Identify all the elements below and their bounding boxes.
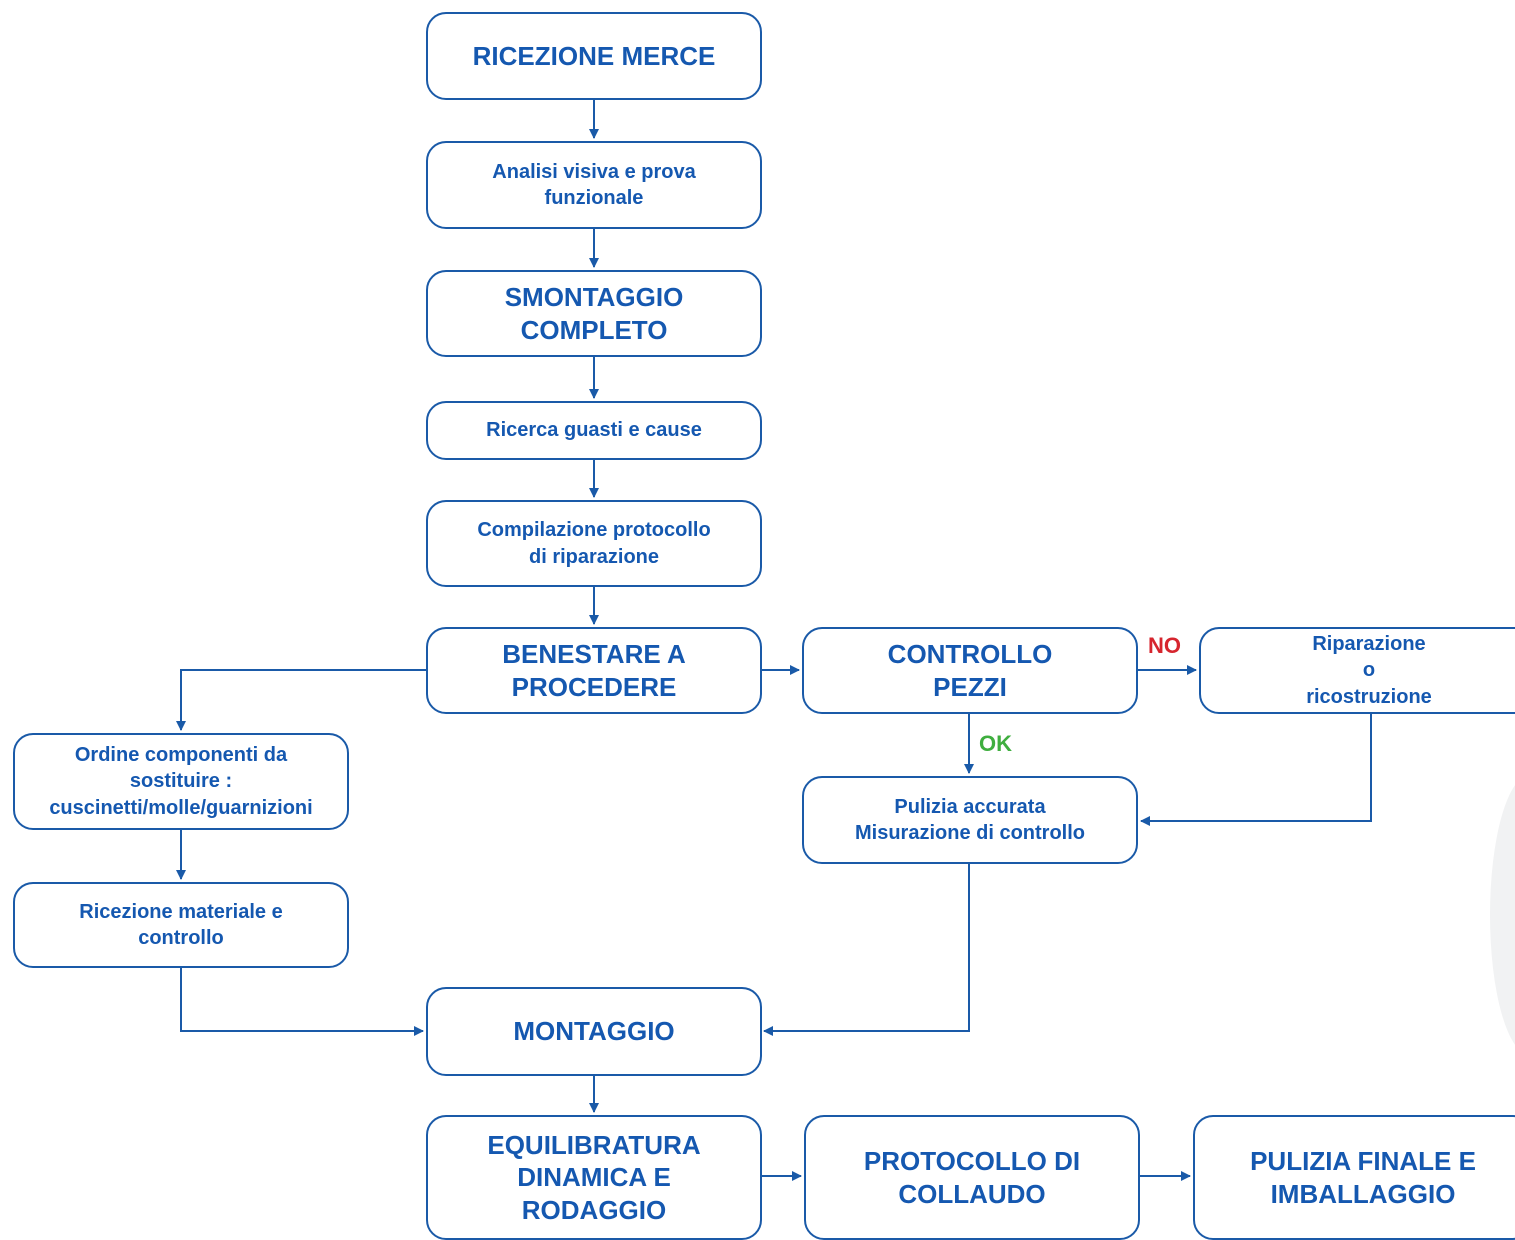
step-ordine-componenti: Ordine componenti da sostituire : cuscin…: [13, 733, 349, 830]
step-benestare-a-procedere: BENESTARE A PROCEDERE: [426, 627, 762, 714]
label-no: NO: [1148, 633, 1181, 658]
arrow-benestare-ordine: [176, 669, 426, 731]
step-pulizia-accurata: Pulizia accurata Misurazione di controll…: [802, 776, 1138, 864]
step-montaggio: MONTAGGIO: [426, 987, 762, 1076]
step-smontaggio-completo: SMONTAGGIO COMPLETO: [426, 270, 762, 357]
step-ricerca-guasti: Ricerca guasti e cause: [426, 401, 762, 460]
step-riparazione-ricostruzione: Riparazione o ricostruzione: [1199, 627, 1515, 714]
step-ricezione-merce: RICEZIONE MERCE: [426, 12, 762, 100]
arrow-ricezione-materiale-montaggio: [180, 968, 424, 1036]
step-equilibratura: EQUILIBRATURA DINAMICA E RODAGGIO: [426, 1115, 762, 1240]
step-pulizia-finale: PULIZIA FINALE E IMBALLAGGIO: [1193, 1115, 1515, 1240]
step-protocollo-collaudo: PROTOCOLLO DI COLLAUDO: [804, 1115, 1140, 1240]
step-ricezione-materiale: Ricezione materiale e controllo: [13, 882, 349, 968]
step-analisi-visiva: Analisi visiva e prova funzionale: [426, 141, 762, 229]
arrow-riparazione-pulizia: [1140, 714, 1372, 826]
step-compilazione-protocollo: Compilazione protocollo di riparazione: [426, 500, 762, 587]
step-controllo-pezzi: CONTROLLO PEZZI: [802, 627, 1138, 714]
label-ok: OK: [979, 731, 1012, 756]
arrow-pulizia-montaggio: [763, 864, 970, 1036]
